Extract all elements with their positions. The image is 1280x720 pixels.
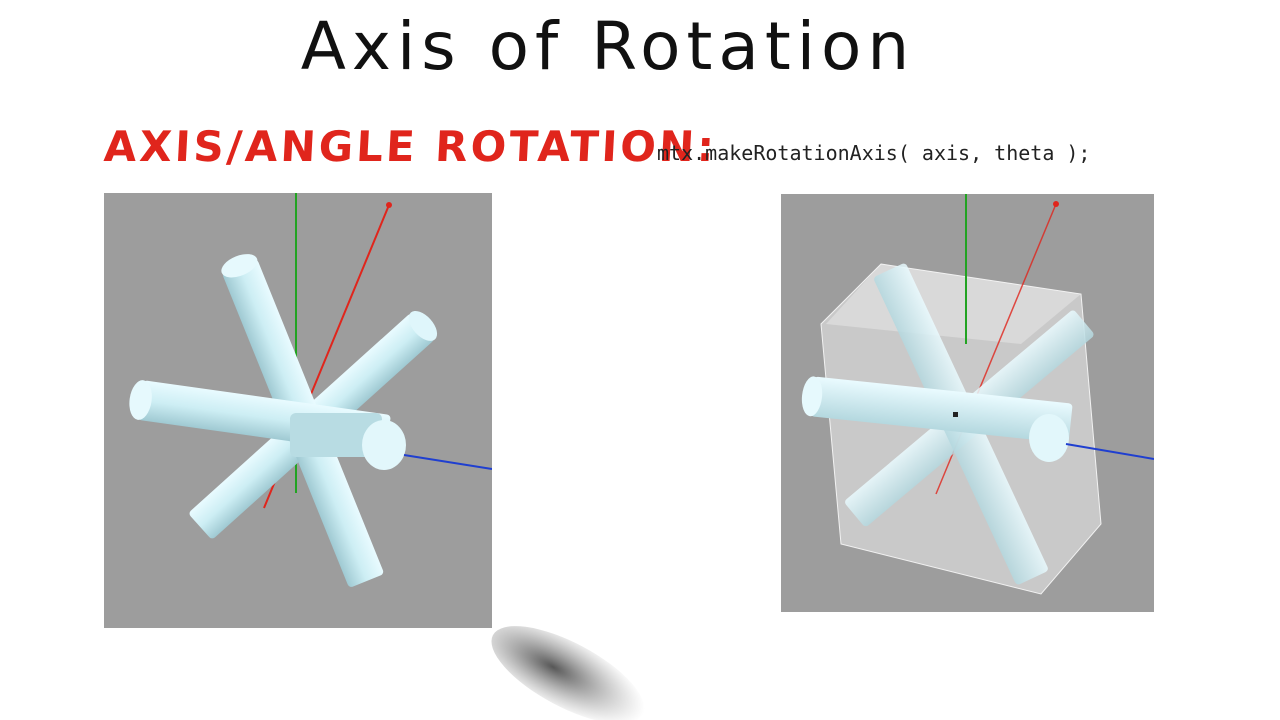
hub-end-cap — [1029, 414, 1069, 462]
pen-pointer-icon — [491, 626, 645, 720]
code-snippet: mtx.makeRotationAxis( axis, theta ); — [657, 141, 1091, 165]
rotation-axis-tip — [1053, 201, 1059, 207]
cylinder-star-cube-render — [801, 194, 1154, 595]
z-axis-line — [1065, 443, 1154, 460]
central-hub — [290, 413, 382, 457]
slide-title: Axis of Rotation — [300, 8, 916, 85]
cylinder-rod-3 — [801, 376, 1073, 444]
z-axis-line — [403, 454, 492, 470]
right-3d-viewport[interactable] — [781, 194, 1154, 612]
rotation-axis-tip — [386, 202, 392, 208]
left-3d-viewport[interactable] — [104, 193, 492, 628]
axis-angle-label: AXIS/ANGLE ROTATION: — [102, 122, 719, 171]
center-marker — [953, 412, 958, 417]
hub-end-cap — [362, 420, 406, 470]
cylinder-star-render — [129, 193, 492, 587]
